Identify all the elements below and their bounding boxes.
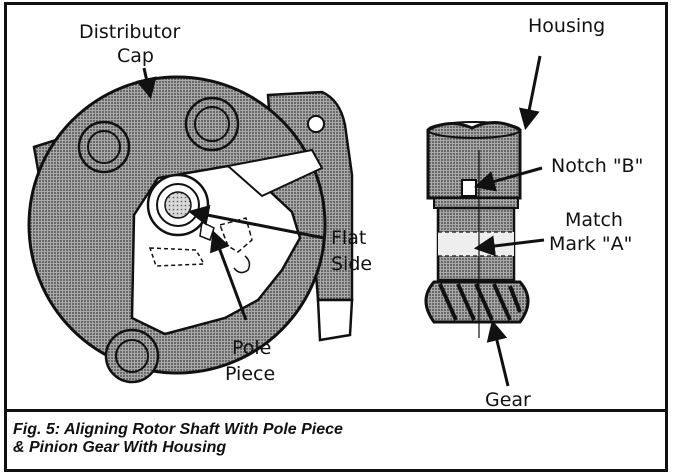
caption-line-1: Fig. 5: Aligning Rotor Shaft With Pole P…	[13, 421, 343, 438]
label-distributor-cap-line2: Cap	[117, 45, 154, 67]
figure-caption: Fig. 5: Aligning Rotor Shaft With Pole P…	[7, 409, 665, 469]
label-flat-side-line1: Flat	[331, 227, 366, 249]
label-pole-piece-line2: Piece	[225, 363, 275, 385]
label-match-mark-line1: Match	[565, 209, 623, 231]
leader-lines	[136, 55, 545, 387]
label-match-mark-line2: Mark "A"	[549, 233, 632, 255]
distributor-drawing	[27, 75, 354, 384]
label-notch-b: Notch "B"	[551, 155, 643, 177]
label-flat-side-line2: Side	[331, 253, 372, 275]
caption-line-2: & Pinion Gear With Housing	[13, 439, 227, 456]
notch-b-mark	[461, 179, 477, 197]
label-pole-piece-line1: Pole	[232, 337, 271, 359]
pinion-gear-drawing	[424, 121, 530, 338]
label-gear: Gear	[485, 389, 531, 411]
label-housing: Housing	[528, 15, 605, 37]
label-distributor-cap-line1: Distributor	[79, 21, 181, 43]
